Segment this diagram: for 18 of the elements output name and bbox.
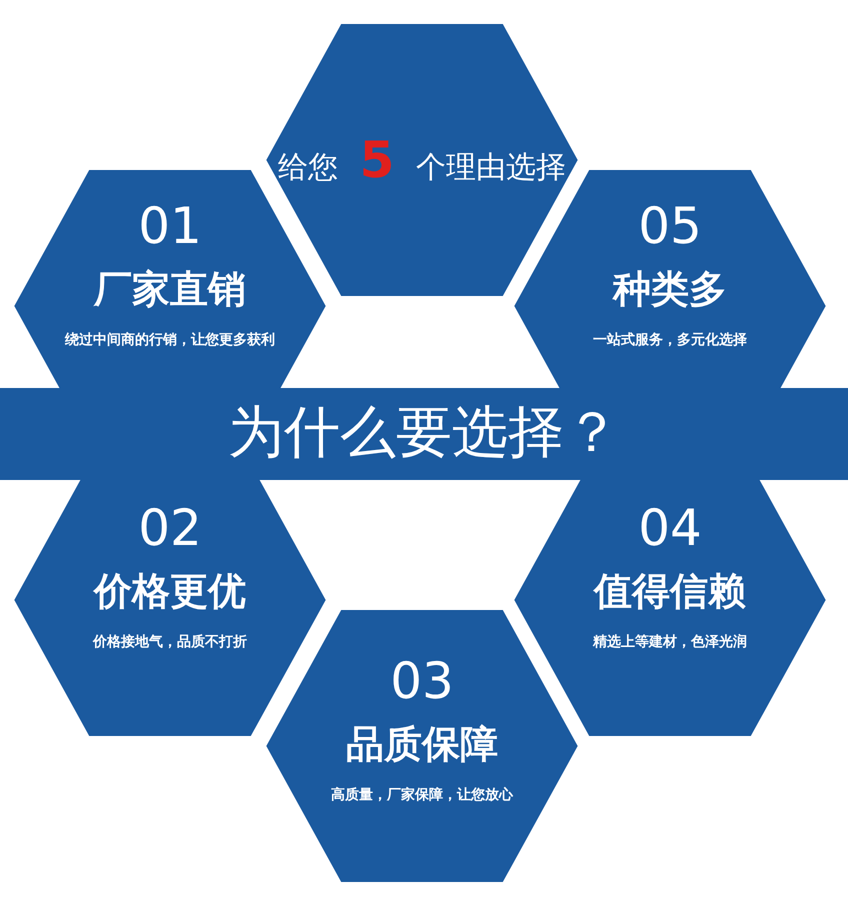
item-heading: 厂家直销: [94, 266, 246, 313]
banner-title: 为什么要选择？: [228, 399, 620, 467]
item-number: 03: [390, 651, 454, 711]
item-number: 04: [638, 498, 702, 558]
item-description: 高质量，厂家保障，让您放心: [331, 786, 513, 805]
item-heading: 种类多: [613, 266, 727, 313]
intro-heading: 给您 5 个理由选择: [278, 130, 566, 191]
item-description: 精选上等建材，色泽光润: [593, 632, 747, 652]
item-number: 01: [138, 196, 202, 256]
item-description: 价格接地气，品质不打折: [93, 633, 247, 652]
item-description: 一站式服务，多元化选择: [593, 331, 747, 350]
item-number: 05: [638, 196, 702, 256]
item-heading: 品质保障: [346, 721, 498, 768]
banner-band: [0, 388, 848, 480]
item-heading: 价格更优: [94, 568, 246, 615]
item-heading: 值得信赖: [594, 568, 746, 615]
item-number: 02: [138, 498, 202, 558]
item-description: 绕过中间商的行销，让您更多获利: [65, 330, 275, 350]
